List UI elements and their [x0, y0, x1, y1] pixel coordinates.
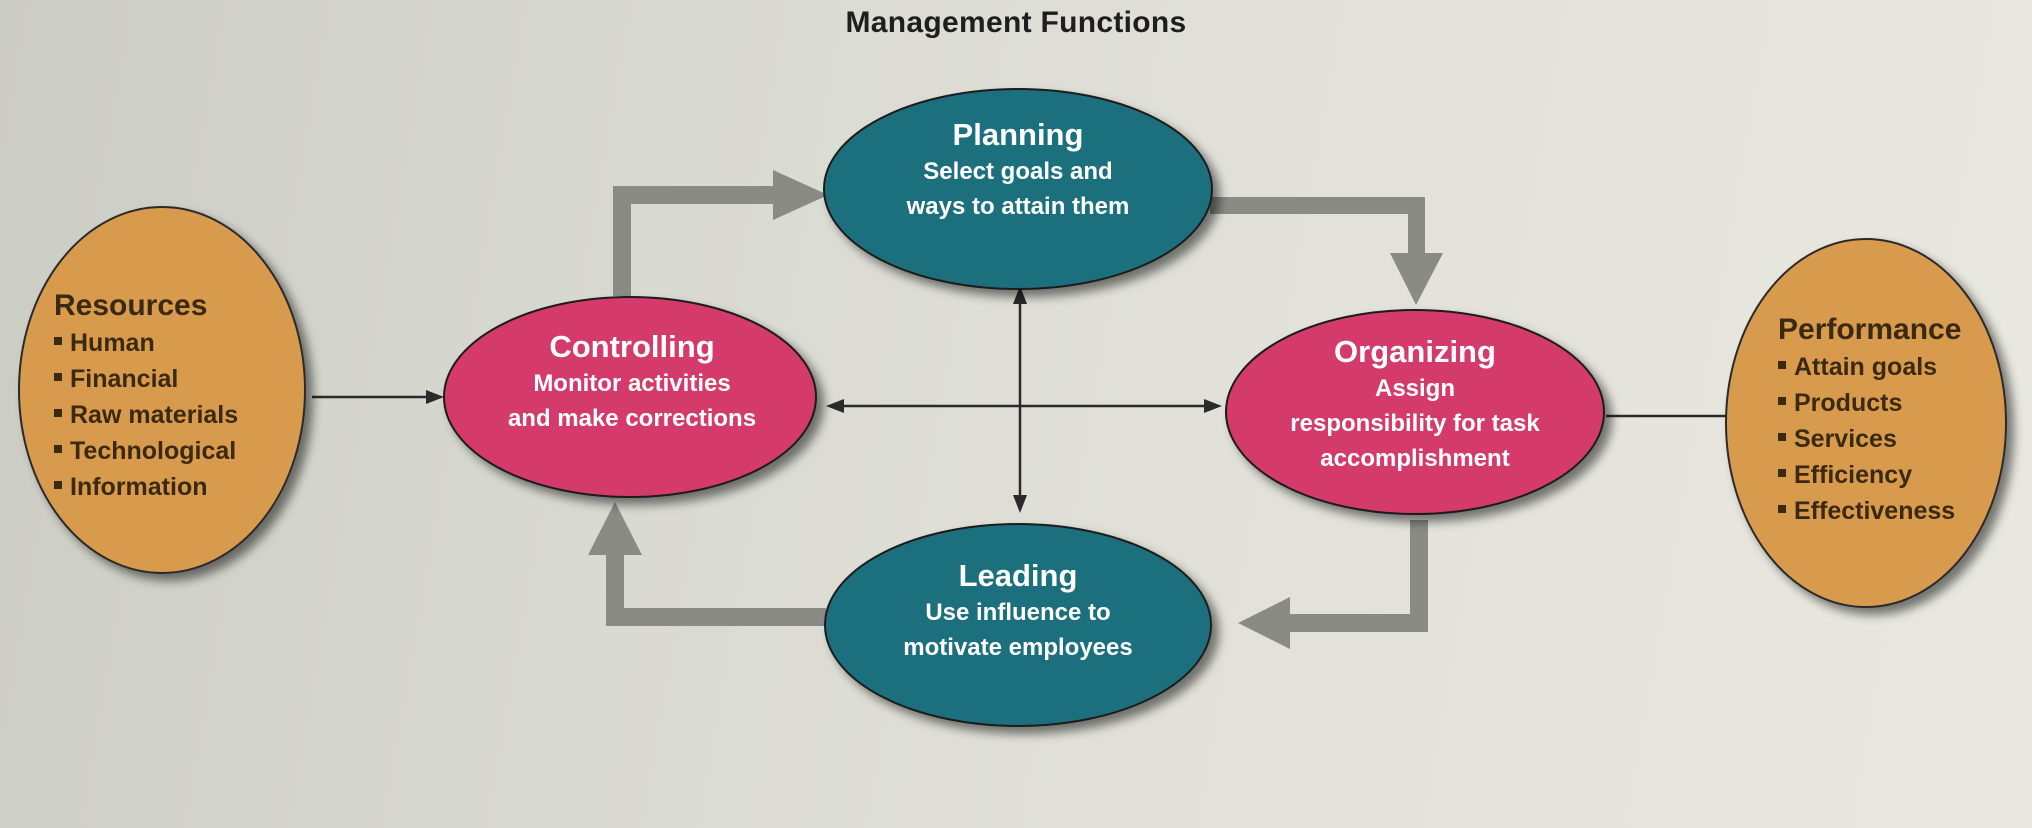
cycle-arrows [588, 170, 1443, 649]
bullet-icon [54, 337, 62, 346]
leading-desc-line-1: Use influence to [925, 599, 1111, 626]
resources-text: Resources Human Financial Raw materials … [54, 287, 238, 505]
resources-item: Technological [54, 433, 238, 469]
leading-title: Leading [958, 558, 1078, 593]
planning-desc-line-1: Select goals and [923, 158, 1113, 185]
bullet-icon [54, 481, 62, 490]
planning-ellipse [823, 88, 1213, 290]
performance-title: Performance [1778, 313, 1962, 346]
cycle-arrow-controlling-to-planning [613, 186, 631, 296]
controlling-node-text: Controlling Monitor activities and make … [456, 328, 808, 436]
connectors [312, 286, 1744, 513]
controlling-desc-line-1: Monitor activities [533, 370, 731, 397]
resources-item: Financial [54, 361, 238, 397]
performance-list: Attain goals Products Services Efficienc… [1778, 349, 1961, 529]
planning-title: Planning [952, 117, 1084, 152]
cycle-arrow-planning-to-organizing [1210, 197, 1425, 214]
organizing-node-text: Organizing Assign responsibility for tas… [1236, 333, 1594, 476]
organizing-desc-line-1: Assign [1374, 375, 1455, 402]
resources-item: Information [54, 469, 238, 505]
organizing-desc-line-2: responsibility for task [1290, 410, 1540, 437]
performance-item: Effectiveness [1778, 493, 1961, 529]
performance-item: Products [1778, 385, 1961, 421]
resources-item: Raw materials [54, 397, 238, 433]
bullet-icon [1778, 361, 1786, 370]
resources-title: Resources [54, 289, 208, 322]
bullet-icon [1778, 505, 1786, 514]
bullet-icon [54, 409, 62, 418]
performance-item: Efficiency [1778, 457, 1961, 493]
leading-node-text: Leading Use influence to motivate employ… [840, 557, 1196, 665]
planning-desc-line-2: ways to attain them [906, 193, 1130, 220]
diagram-title: Management Functions [845, 6, 1187, 39]
leading-ellipse [824, 523, 1212, 727]
bullet-icon [54, 373, 62, 382]
controlling-title: Controlling [549, 329, 715, 364]
performance-item: Attain goals [1778, 349, 1961, 385]
leading-desc-line-2: motivate employees [903, 634, 1133, 661]
bullet-icon [1778, 469, 1786, 478]
performance-ellipse [1725, 238, 2007, 608]
organizing-desc-line-3: accomplishment [1320, 445, 1510, 472]
performance-item: Services [1778, 421, 1961, 457]
organizing-ellipse [1225, 309, 1605, 515]
bullet-icon [1778, 433, 1786, 442]
bullet-icon [1778, 397, 1786, 406]
controlling-ellipse [443, 296, 817, 498]
bullet-icon [54, 445, 62, 454]
resources-item: Human [54, 325, 238, 361]
organizing-title: Organizing [1334, 334, 1496, 369]
cycle-arrow-organizing-to-leading [1410, 520, 1428, 632]
performance-text: Performance Attain goals Products Servic… [1778, 311, 1961, 529]
resources-ellipse [18, 206, 306, 574]
resources-list: Human Financial Raw materials Technologi… [54, 325, 238, 505]
cycle-arrow-leading-to-controlling [606, 608, 826, 626]
planning-node-text: Planning Select goals and ways to attain… [840, 116, 1196, 224]
controlling-desc-line-2: and make corrections [507, 405, 757, 432]
